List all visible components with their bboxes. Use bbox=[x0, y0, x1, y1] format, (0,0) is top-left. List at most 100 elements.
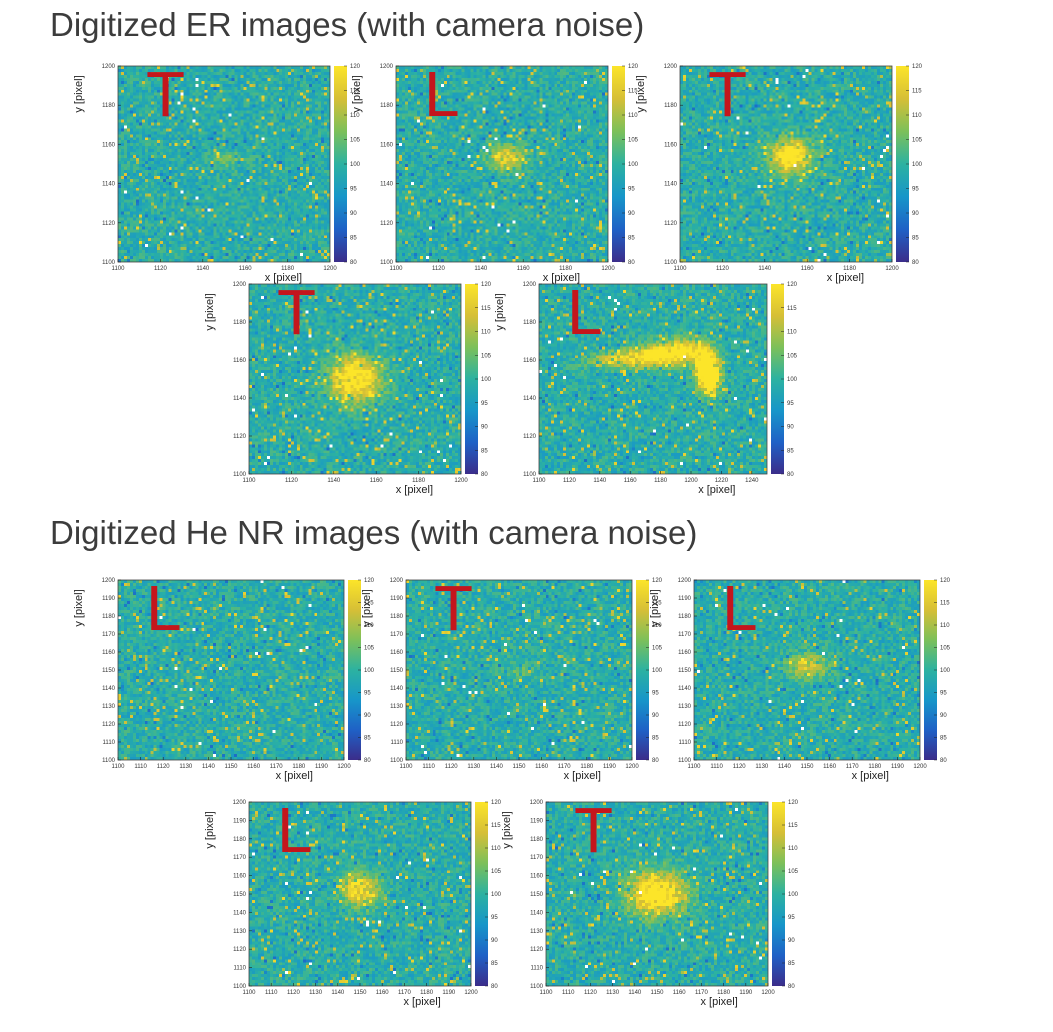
x-tick-label: 1130 bbox=[755, 764, 769, 770]
y-tick-label: 1140 bbox=[233, 396, 247, 402]
y-tick-label: 1190 bbox=[530, 818, 544, 824]
colorbar-tick-label: 95 bbox=[787, 401, 794, 407]
colorbar bbox=[475, 802, 488, 986]
x-axis-label: x [pixel] bbox=[276, 770, 313, 782]
x-tick-label: 1140 bbox=[593, 478, 607, 484]
colorbar-tick-label: 80 bbox=[788, 984, 795, 990]
heatmap-image bbox=[118, 580, 344, 760]
plot-frame bbox=[117, 65, 331, 263]
y-tick-label: 1160 bbox=[102, 650, 116, 656]
x-axis-label: x [pixel] bbox=[852, 770, 889, 782]
y-tick-label: 1160 bbox=[664, 142, 678, 148]
colorbar-tick-label: 120 bbox=[940, 578, 951, 584]
x-tick-label: 1200 bbox=[323, 266, 337, 272]
colorbar-tick-label: 95 bbox=[628, 187, 635, 193]
x-tick-label: 1170 bbox=[398, 990, 412, 996]
colorbar-tick-label: 85 bbox=[628, 236, 635, 242]
colorbar-tick-label: 90 bbox=[788, 938, 795, 944]
er-section-title: Digitized ER images (with camera noise) bbox=[50, 6, 645, 43]
y-tick-label: 1100 bbox=[380, 260, 394, 266]
x-tick-label: 1180 bbox=[717, 990, 731, 996]
x-tick-label: 1100 bbox=[112, 266, 126, 272]
colorbar bbox=[612, 66, 625, 262]
colorbar bbox=[772, 802, 785, 986]
y-tick-label: 1170 bbox=[102, 632, 116, 638]
x-tick-label: 1100 bbox=[533, 478, 547, 484]
x-tick-label: 1180 bbox=[580, 764, 594, 770]
x-tick-label: 1160 bbox=[535, 764, 549, 770]
y-tick-label: 1100 bbox=[523, 472, 537, 478]
event-type-marker: L bbox=[277, 794, 313, 866]
y-tick-label: 1130 bbox=[530, 929, 544, 935]
colorbar-tick-label: 120 bbox=[787, 282, 798, 288]
x-tick-label: 1150 bbox=[513, 764, 527, 770]
x-tick-label: 1130 bbox=[467, 764, 481, 770]
y-tick-label: 1130 bbox=[102, 704, 116, 710]
event-type-marker: L bbox=[424, 58, 460, 130]
y-tick-label: 1120 bbox=[102, 722, 116, 728]
x-tick-label: 1140 bbox=[196, 266, 210, 272]
x-tick-label: 1110 bbox=[422, 764, 435, 770]
y-tick-label: 1170 bbox=[678, 632, 692, 638]
heatmap-image bbox=[406, 580, 632, 760]
y-tick-label: 1130 bbox=[678, 704, 692, 710]
colorbar-tick-label: 105 bbox=[940, 646, 951, 652]
nr-section-title: Digitized He NR images (with camera nois… bbox=[50, 514, 698, 551]
colorbar-tick-label: 80 bbox=[350, 260, 357, 266]
y-tick-label: 1140 bbox=[102, 182, 116, 188]
x-tick-label: 1120 bbox=[733, 764, 747, 770]
colorbar-tick-label: 120 bbox=[628, 64, 639, 70]
colorbar-tick-label: 115 bbox=[788, 823, 798, 829]
x-tick-label: 1120 bbox=[157, 764, 171, 770]
x-tick-label: 1100 bbox=[243, 990, 257, 996]
x-tick-label: 1170 bbox=[695, 990, 709, 996]
y-tick-label: 1200 bbox=[678, 578, 692, 584]
colorbar-tick-label: 110 bbox=[652, 623, 662, 629]
colorbar-tick-label: 95 bbox=[481, 401, 488, 407]
x-tick-label: 1100 bbox=[112, 764, 126, 770]
y-tick-label: 1160 bbox=[678, 650, 692, 656]
y-tick-label: 1120 bbox=[102, 221, 116, 227]
colorbar-tick-label: 95 bbox=[940, 691, 947, 697]
colorbar-tick-label: 80 bbox=[628, 260, 635, 266]
colorbar-tick-label: 90 bbox=[652, 713, 659, 719]
x-tick-label: 1180 bbox=[292, 764, 306, 770]
y-tick-label: 1140 bbox=[233, 910, 247, 916]
y-axis-label: y [pixel] bbox=[73, 75, 85, 112]
y-axis-label: y [pixel] bbox=[351, 75, 363, 112]
x-tick-label: 1150 bbox=[225, 764, 239, 770]
x-tick-label: 1150 bbox=[801, 764, 815, 770]
event-type-marker: L bbox=[722, 572, 758, 644]
y-tick-label: 1110 bbox=[103, 740, 116, 746]
colorbar bbox=[771, 284, 784, 474]
colorbar-tick-label: 110 bbox=[481, 330, 491, 336]
colorbar-tick-label: 110 bbox=[350, 113, 360, 119]
x-tick-label: 1160 bbox=[517, 266, 531, 272]
y-tick-label: 1130 bbox=[233, 929, 247, 935]
colorbar-tick-label: 90 bbox=[481, 425, 488, 431]
x-tick-label: 1200 bbox=[464, 990, 478, 996]
event-type-marker: L bbox=[146, 572, 182, 644]
x-tick-label: 1110 bbox=[134, 764, 147, 770]
y-tick-label: 1180 bbox=[664, 103, 678, 109]
y-tick-label: 1100 bbox=[233, 984, 247, 990]
colorbar bbox=[636, 580, 649, 760]
colorbar-tick-label: 80 bbox=[491, 984, 498, 990]
colorbar-tick-label: 105 bbox=[481, 353, 492, 359]
x-tick-label: 1160 bbox=[624, 478, 638, 484]
x-tick-label: 1140 bbox=[474, 266, 488, 272]
x-tick-label: 1170 bbox=[558, 764, 572, 770]
y-axis-label: y [pixel] bbox=[635, 75, 647, 112]
x-tick-label: 1190 bbox=[603, 764, 617, 770]
y-tick-label: 1100 bbox=[678, 758, 692, 764]
y-tick-label: 1160 bbox=[380, 142, 394, 148]
y-tick-label: 1160 bbox=[102, 142, 116, 148]
y-tick-label: 1180 bbox=[523, 320, 537, 326]
